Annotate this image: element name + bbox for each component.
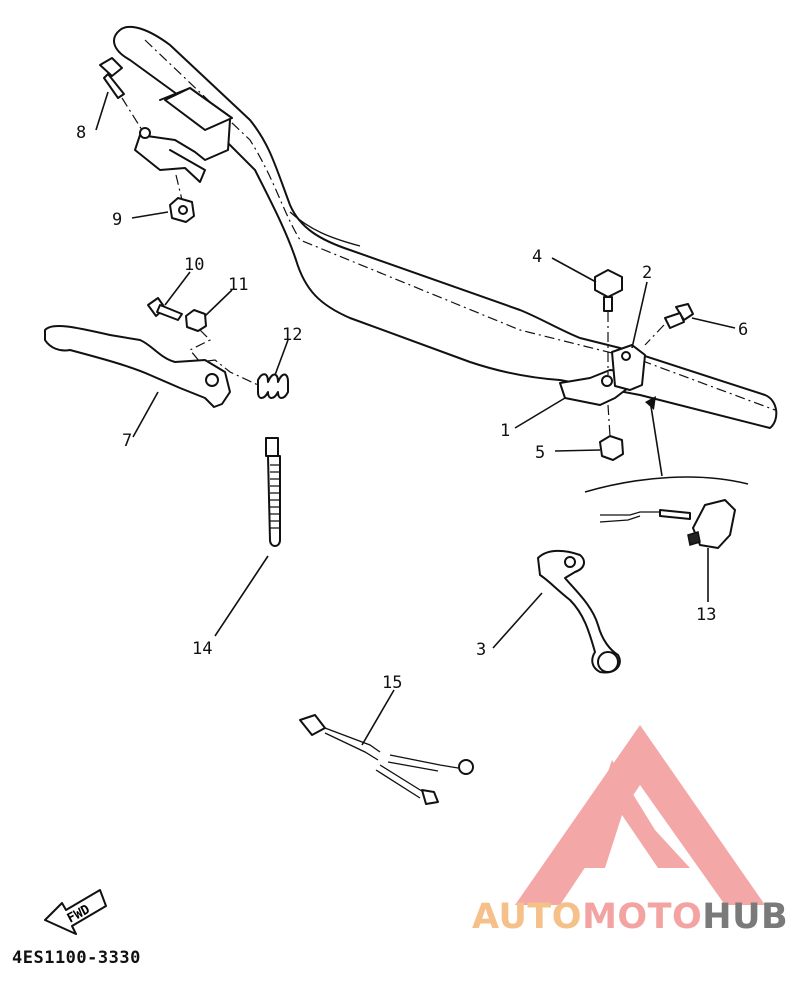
callout-10: 10 bbox=[184, 255, 204, 275]
callout-4: 4 bbox=[532, 247, 542, 267]
callout-8: 8 bbox=[76, 123, 86, 143]
switch-13 bbox=[599, 499, 736, 549]
callout-5: 5 bbox=[535, 443, 545, 463]
nut-11 bbox=[185, 309, 207, 332]
screw-6 bbox=[644, 303, 694, 346]
lever-holder-1-2 bbox=[559, 344, 646, 406]
callout-1: 1 bbox=[500, 421, 510, 441]
callout-12: 12 bbox=[282, 325, 302, 345]
nut-5 bbox=[599, 404, 624, 461]
watermark-logo bbox=[515, 725, 765, 905]
watermark-brand: AUTOMOTOHUB bbox=[472, 897, 788, 937]
callout-15: 15 bbox=[382, 673, 402, 693]
bolt-10 bbox=[147, 297, 183, 321]
callout-2: 2 bbox=[642, 263, 652, 283]
bolt-8 bbox=[99, 57, 143, 131]
handlebar bbox=[113, 25, 778, 429]
spring-12 bbox=[257, 373, 289, 399]
wire-15 bbox=[299, 714, 474, 805]
callout-11: 11 bbox=[228, 275, 248, 295]
watermark-text-moto: MOTO bbox=[582, 897, 703, 937]
callout-leaders bbox=[95, 91, 736, 746]
watermark-text-auto: AUTO bbox=[472, 897, 583, 937]
nut-9 bbox=[169, 174, 195, 223]
diagram-part-code: 4ES1100-3330 bbox=[12, 948, 141, 968]
callout-13: 13 bbox=[696, 605, 716, 625]
watermark-text-hub: HUB bbox=[702, 897, 789, 937]
callout-9: 9 bbox=[112, 210, 122, 230]
brake-lever-3 bbox=[537, 549, 621, 674]
callout-6: 6 bbox=[738, 320, 748, 340]
bolt-4 bbox=[594, 269, 623, 375]
fwd-arrow-icon: FWD bbox=[44, 889, 107, 935]
callout-labels: 1 2 3 4 5 6 7 8 9 10 11 12 13 14 15 bbox=[76, 123, 748, 693]
clutch-perch-bracket bbox=[134, 87, 233, 183]
clutch-lever-7 bbox=[44, 324, 231, 408]
callout-3: 3 bbox=[476, 640, 486, 660]
cable-tie-14 bbox=[265, 437, 281, 547]
callout-14: 14 bbox=[192, 639, 212, 659]
callout-7: 7 bbox=[122, 431, 132, 451]
